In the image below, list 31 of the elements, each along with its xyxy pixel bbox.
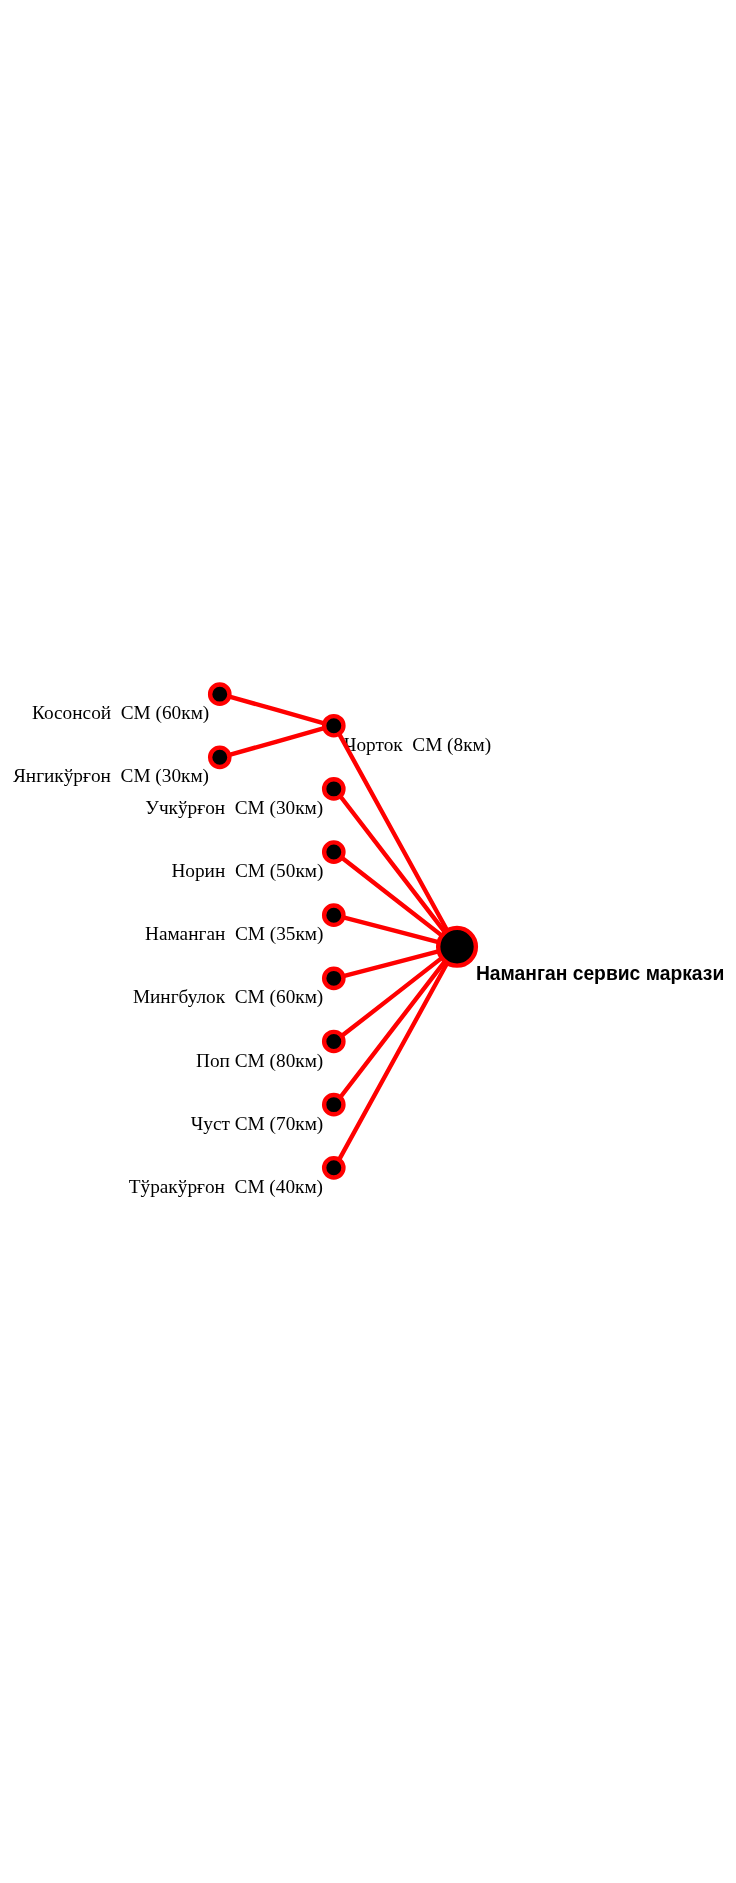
connector [228,726,325,757]
connector [340,956,443,1038]
node-label: Наманган сервис маркази [475,963,725,985]
connector [337,732,450,932]
node-label: Чуст СМ (70км) [190,1112,324,1134]
connector [338,795,447,934]
node-label: Тўракўрғон СМ (40км) [128,1175,324,1197]
node-label: Поп СМ (80км) [196,1049,324,1071]
node-circle [435,925,479,968]
node-circle [321,1029,346,1054]
connector [340,855,443,938]
node-circle [321,1155,346,1180]
node-circle [321,777,346,801]
node-circle [207,682,232,706]
connector [228,694,325,726]
node-label: Мингбулок СМ (60км) [132,986,324,1008]
node-circle [207,745,232,770]
connector [337,961,450,1161]
connector [338,960,447,1099]
connector [342,949,439,979]
node-circle [321,713,346,738]
node-circle [321,966,346,991]
node-circle [321,1092,346,1117]
connector [342,915,439,945]
node-label: Косонсой СМ (60км) [32,702,210,724]
node-label: Янгикўрғон СМ (30км) [12,765,210,787]
node-label: Норин СМ (50км) [171,860,324,882]
node-label: Учкўрғон СМ (30км) [145,796,324,818]
node-label: Наманган СМ (35км) [145,923,324,945]
node-circle [321,903,346,928]
node-circle [321,840,346,864]
